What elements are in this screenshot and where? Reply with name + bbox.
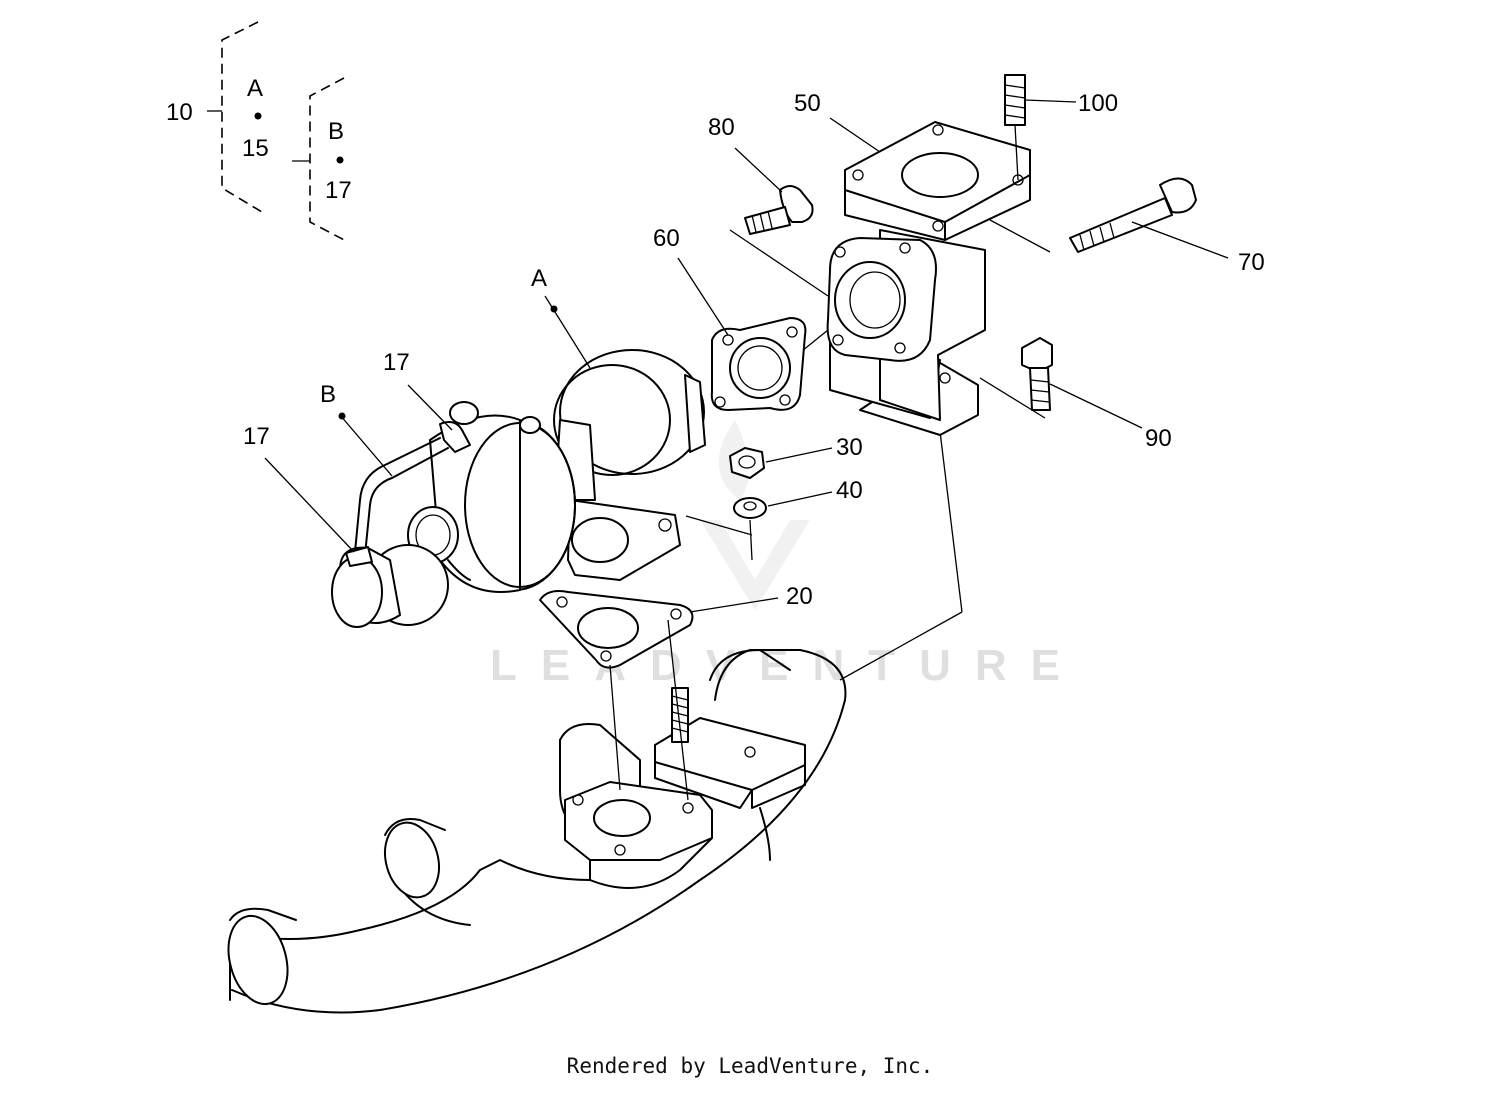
exhaust-elbow-50 — [826, 121, 1031, 436]
leader-lines — [264, 99, 1229, 613]
label-50: 50 — [794, 90, 821, 117]
label-30: 30 — [836, 434, 863, 461]
gasket-60 — [710, 317, 807, 411]
label-17-left: 17 — [243, 423, 270, 450]
label-20: 20 — [786, 583, 813, 610]
label-B: B — [320, 381, 336, 408]
watermark-text: LEADVENTURE — [490, 641, 1084, 690]
label-40: 40 — [836, 477, 863, 504]
nut-30 — [729, 447, 765, 479]
label-B-group: B — [328, 118, 344, 145]
washer-40 — [733, 497, 767, 519]
exhaust-manifold — [227, 649, 847, 1014]
label-15: 15 — [242, 135, 269, 162]
label-100: 100 — [1078, 90, 1118, 117]
label-80: 80 — [708, 114, 735, 141]
label-A: A — [531, 265, 547, 292]
turbocharger — [331, 349, 706, 628]
bolt-80 — [744, 185, 814, 235]
label-70: 70 — [1238, 249, 1265, 276]
bolt-90 — [1021, 337, 1053, 411]
stud — [671, 687, 689, 743]
label-10: 10 — [166, 99, 193, 126]
gasket-20 — [539, 590, 694, 669]
label-17-group: 17 — [325, 177, 352, 204]
label-60: 60 — [653, 225, 680, 252]
stud-100 — [1004, 74, 1026, 181]
part-labels: 10 A 15 B 17 100 50 80 70 60 A 17 B 17 9… — [166, 75, 1265, 610]
label-A-group: A — [247, 75, 263, 102]
render-credit: Rendered by LeadVenture, Inc. — [566, 1054, 934, 1078]
kit-bracket-group — [207, 21, 349, 243]
bolt-70 — [1069, 177, 1197, 253]
label-90: 90 — [1145, 425, 1172, 452]
label-17-top: 17 — [383, 349, 410, 376]
